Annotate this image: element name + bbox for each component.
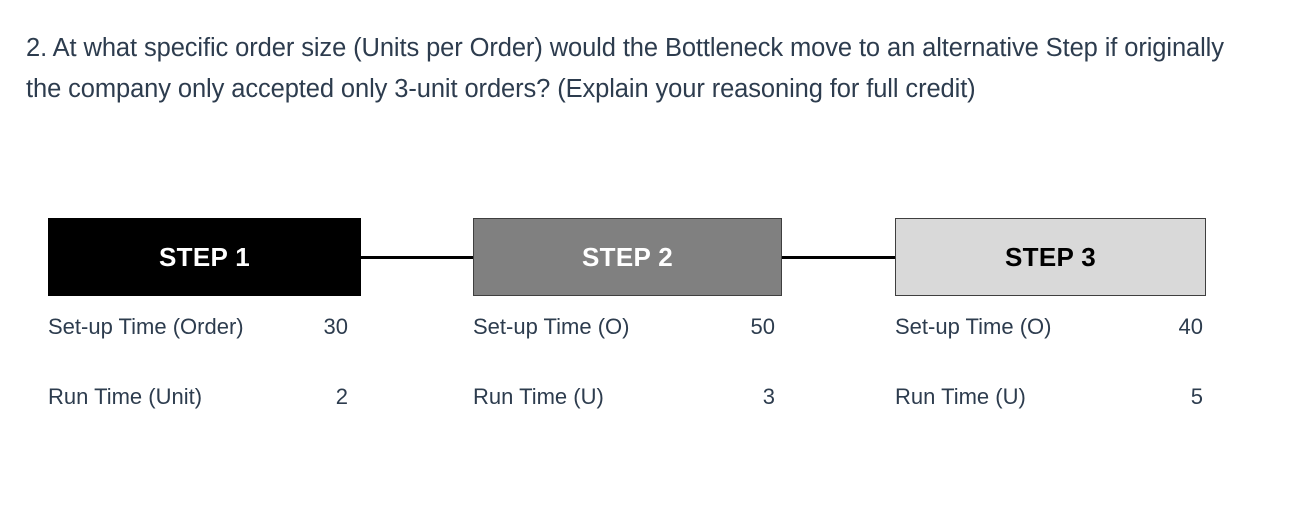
step-3-metric-0-value: 40 (1178, 314, 1203, 339)
step-2-metric-0-label: Set-up Time (O) (473, 314, 630, 339)
step-3-metric-1-value: 5 (1190, 384, 1203, 409)
metric-row: Set-up Time (Order) 30 (48, 314, 348, 384)
step-3-metric-0-label: Set-up Time (O) (895, 314, 1052, 339)
step-3-box[interactable]: STEP 3 (895, 218, 1206, 296)
step-1-metrics: Set-up Time (Order) 30 Run Time (Unit) 2 (48, 314, 348, 454)
step-1-metric-0-value: 30 (323, 314, 348, 339)
metric-row: Run Time (Unit) 2 (48, 384, 348, 454)
question-text: 2. At what specific order size (Units pe… (26, 34, 1224, 103)
step-2-title: STEP 2 (582, 242, 673, 272)
step-1-metric-0-label: Set-up Time (Order) (48, 314, 244, 339)
step-3-metrics: Set-up Time (O) 40 Run Time (U) 5 (895, 314, 1203, 454)
step-2-metric-1-value: 3 (762, 384, 775, 409)
metric-row: Set-up Time (O) 40 (895, 314, 1203, 384)
step-2-box[interactable]: STEP 2 (473, 218, 782, 296)
metric-row: Run Time (U) 3 (473, 384, 775, 454)
connector-step2-step3 (781, 256, 896, 259)
step-3-title: STEP 3 (1005, 242, 1096, 272)
process-flow-diagram: STEP 1 Set-up Time (Order) 30 Run Time (… (0, 218, 1290, 448)
metric-row: Set-up Time (O) 50 (473, 314, 775, 384)
step-2-metrics: Set-up Time (O) 50 Run Time (U) 3 (473, 314, 775, 454)
step-2-metric-1-label: Run Time (U) (473, 384, 604, 409)
step-2-metric-0-value: 50 (750, 314, 775, 339)
metric-row: Run Time (U) 5 (895, 384, 1203, 454)
step-1-metric-1-label: Run Time (Unit) (48, 384, 203, 409)
step-1-box[interactable]: STEP 1 (48, 218, 361, 296)
step-3-metric-1-label: Run Time (U) (895, 384, 1026, 409)
step-1-metric-1-value: 2 (335, 384, 348, 409)
connector-step1-step2 (360, 256, 474, 259)
step-1-title: STEP 1 (159, 242, 250, 272)
